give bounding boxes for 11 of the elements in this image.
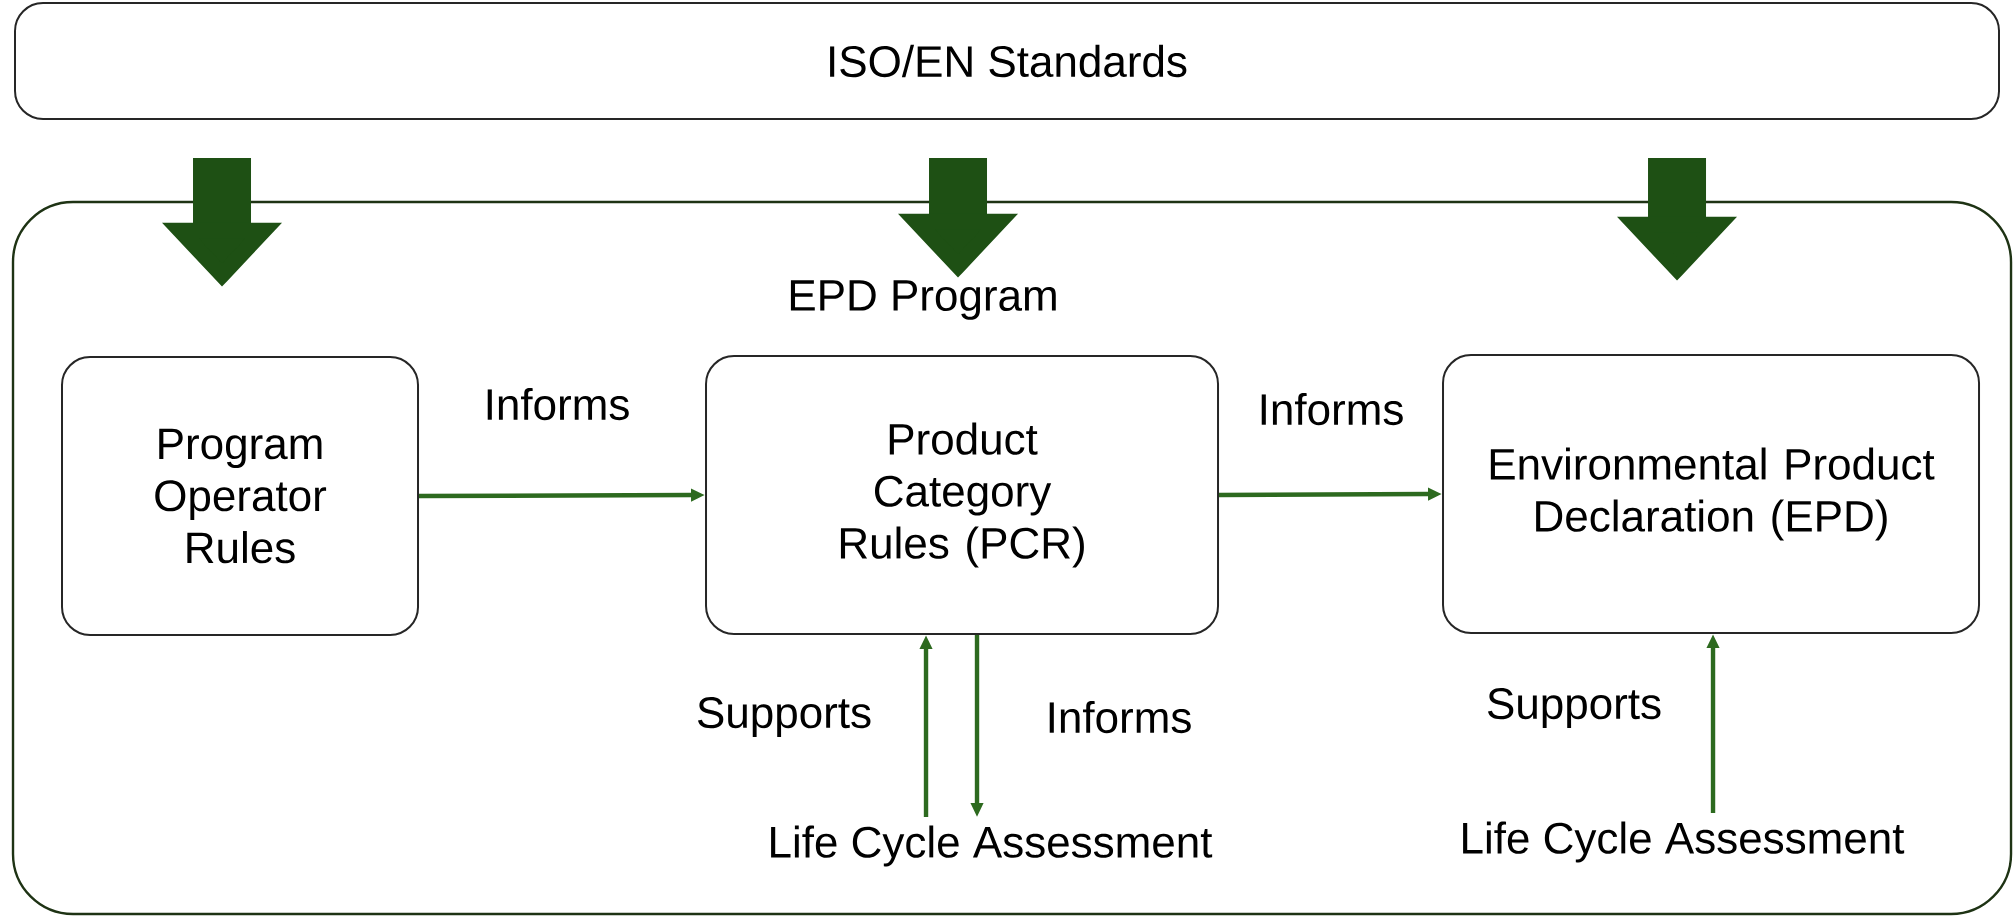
process-box: Product Category Rules (PCR) [705,355,1219,635]
edge-label: Supports [697,697,871,737]
standards-box: ISO/EN Standards [14,2,2000,120]
process-box: Program Operator Rules [61,356,419,636]
process-box: Environmental Product Declaration (EPD) [1442,354,1980,634]
bare-text: Life Cycle Assessment [771,825,1213,867]
bare-text: Life Cycle Assessment [1463,821,1905,863]
edge-label: Informs [487,387,629,421]
edge-label: Informs [1049,700,1191,734]
edge-label: Supports [1487,688,1661,728]
edge-label: Informs [1261,392,1403,426]
